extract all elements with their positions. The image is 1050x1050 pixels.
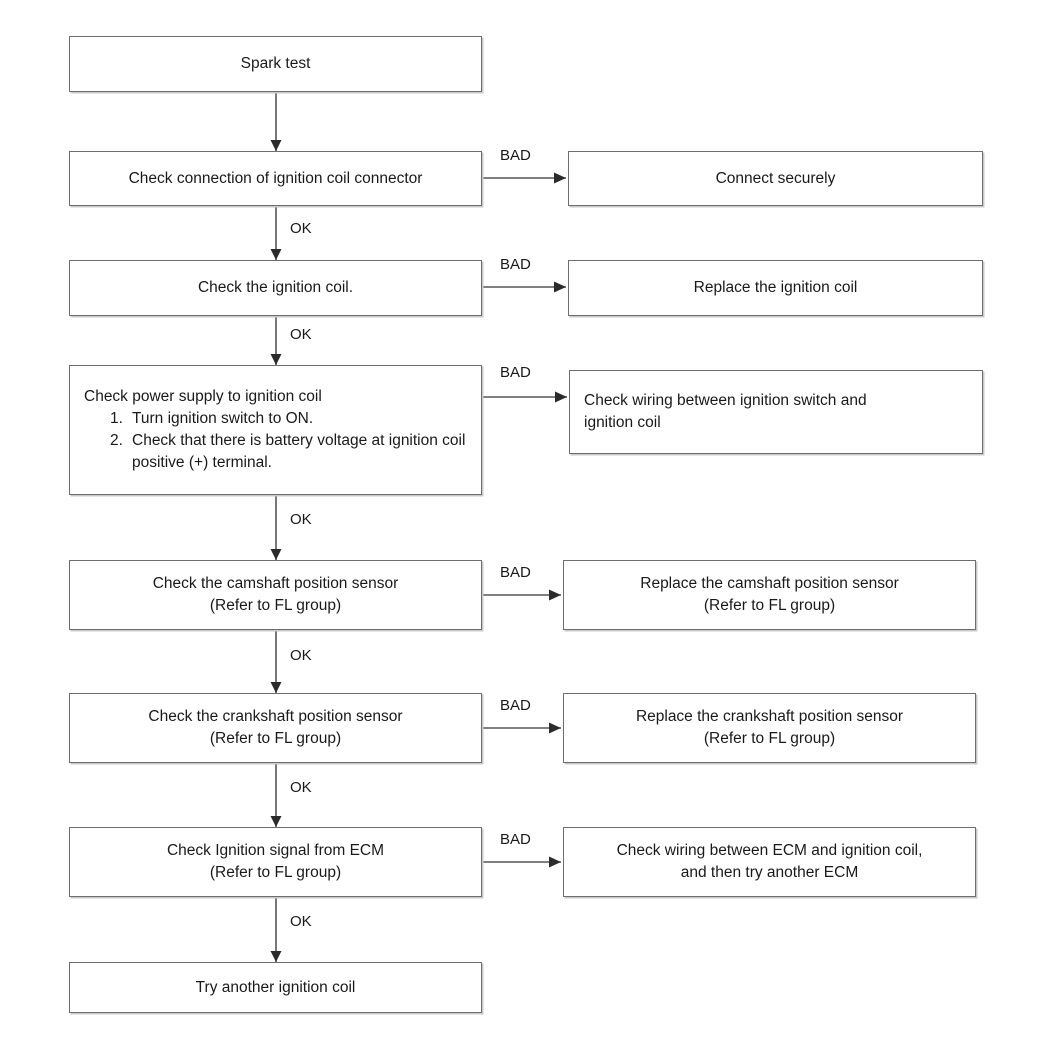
ordered-list-number: 1. bbox=[110, 410, 123, 427]
connector-check-coil-to-power-supply-arrowhead bbox=[270, 354, 282, 365]
node-check-ignition-coil-connector[interactable]: Check connection of ignition coil connec… bbox=[69, 151, 482, 206]
node-text-line: Check the crankshaft position sensor bbox=[148, 708, 403, 725]
connector-check-coil-to-power-supply-label: OK bbox=[290, 326, 312, 343]
connector-ecm-to-try-another-coil-label: OK bbox=[290, 913, 312, 930]
node-check-wiring-ecm-and-ignition-coil[interactable]: Check wiring between ECM and ignition co… bbox=[563, 827, 976, 897]
node-text-line: Check the camshaft position sensor bbox=[152, 575, 399, 592]
ordered-list-text: Turn ignition switch to ON. bbox=[132, 410, 314, 427]
node-check-wiring-ignition-switch-and-coil[interactable]: Check wiring between ignition switch and… bbox=[569, 370, 983, 454]
node-text-line: (Refer to FL group) bbox=[209, 864, 342, 881]
node-spark-test[interactable]: Spark test bbox=[69, 36, 482, 92]
ordered-list-item: 2. Check that there is battery voltage at… bbox=[84, 430, 467, 474]
connector-crankshaft-to-ecm-arrowhead bbox=[270, 816, 282, 827]
ordered-list-text: Check that there is battery voltage at i… bbox=[132, 432, 466, 471]
node-check-ignition-signal-from-ecm[interactable]: Check Ignition signal from ECM (Refer to … bbox=[69, 827, 482, 897]
node-content: Replace the camshaft position sensor (Ref… bbox=[564, 573, 975, 617]
node-connect-securely[interactable]: Connect securely bbox=[568, 151, 983, 206]
connector-bad-replace-camshaft-arrowhead bbox=[549, 589, 561, 601]
node-content: Check wiring between ECM and ignition co… bbox=[564, 840, 975, 884]
connector-bad-check-wiring-ecm-label: BAD bbox=[500, 831, 531, 848]
node-text-line: Replace the ignition coil bbox=[693, 279, 858, 296]
node-content: Try another ignition coil bbox=[70, 977, 481, 999]
node-content: Replace the ignition coil bbox=[569, 277, 982, 299]
node-text-line: ignition coil bbox=[584, 414, 661, 431]
node-ordered-list: 1. Turn ignition switch to ON. 2. Check tha… bbox=[84, 408, 467, 474]
node-text-line: Check connection of ignition coil connec… bbox=[128, 169, 423, 187]
node-text-line: (Refer to FL group) bbox=[703, 597, 836, 614]
connector-bad-replace-coil-arrowhead bbox=[554, 281, 566, 293]
node-try-another-ignition-coil[interactable]: Try another ignition coil bbox=[69, 962, 482, 1013]
connector-ecm-to-try-another-coil-arrowhead bbox=[270, 951, 282, 962]
connector-camshaft-to-crankshaft-arrowhead bbox=[270, 682, 282, 693]
node-text-line: (Refer to FL group) bbox=[209, 597, 342, 614]
node-check-the-ignition-coil[interactable]: Check the ignition coil. bbox=[69, 260, 482, 316]
node-text-line: Spark test bbox=[240, 55, 311, 72]
node-text-line: Check Ignition signal from ECM bbox=[166, 842, 385, 859]
node-replace-the-ignition-coil[interactable]: Replace the ignition coil bbox=[568, 260, 983, 316]
connector-bad-connect-securely-arrowhead bbox=[554, 172, 566, 184]
connector-bad-replace-camshaft-label: BAD bbox=[500, 564, 531, 581]
node-text-line: Check the ignition coil. bbox=[197, 279, 354, 296]
connector-camshaft-to-crankshaft-label: OK bbox=[290, 647, 312, 664]
node-replace-camshaft-position-sensor[interactable]: Replace the camshaft position sensor (Ref… bbox=[563, 560, 976, 630]
node-text-line: Try another ignition coil bbox=[195, 978, 356, 996]
node-content: Check connection of ignition coil connec… bbox=[70, 168, 481, 190]
node-content: Check the crankshaft position sensor (Ref… bbox=[70, 706, 481, 750]
node-replace-crankshaft-position-sensor[interactable]: Replace the crankshaft position sensor (R… bbox=[563, 693, 976, 763]
node-text-line: Check wiring between ECM and ignition co… bbox=[616, 842, 923, 859]
node-content: Check the camshaft position sensor (Refer… bbox=[70, 573, 481, 617]
node-content: Check wiring between ignition switch and… bbox=[570, 390, 982, 434]
node-text-line: Check power supply to ignition coil bbox=[84, 388, 322, 405]
node-text-line: Check wiring between ignition switch and bbox=[584, 392, 867, 409]
node-check-power-supply-to-ignition-coil[interactable]: Check power supply to ignition coil 1. Tur… bbox=[69, 365, 482, 495]
node-check-camshaft-position-sensor[interactable]: Check the camshaft position sensor (Refer… bbox=[69, 560, 482, 630]
connector-bad-check-wiring-switch-arrowhead bbox=[555, 391, 567, 403]
connector-bad-replace-crankshaft-label: BAD bbox=[500, 697, 531, 714]
node-text-line: and then try another ECM bbox=[680, 864, 859, 881]
node-content: Check the ignition coil. bbox=[70, 277, 481, 299]
node-content: Check Ignition signal from ECM (Refer to … bbox=[70, 840, 481, 884]
node-content: Connect securely bbox=[569, 168, 982, 190]
connector-check-connector-to-check-coil-label: OK bbox=[290, 220, 312, 237]
node-content: Replace the crankshaft position sensor (R… bbox=[564, 706, 975, 750]
ordered-list-item: 1. Turn ignition switch to ON. bbox=[84, 408, 467, 430]
node-text-line: (Refer to FL group) bbox=[209, 730, 342, 747]
connector-power-supply-to-camshaft-arrowhead bbox=[270, 549, 282, 560]
connector-bad-connect-securely-label: BAD bbox=[500, 147, 531, 164]
connector-power-supply-to-camshaft-label: OK bbox=[290, 511, 312, 528]
node-content: Check power supply to ignition coil 1. Tur… bbox=[70, 386, 481, 474]
node-text-line: Replace the camshaft position sensor bbox=[640, 575, 899, 592]
connector-spark-to-check-connector-arrowhead bbox=[270, 140, 282, 151]
connector-crankshaft-to-ecm-label: OK bbox=[290, 779, 312, 796]
connector-bad-check-wiring-ecm-arrowhead bbox=[549, 856, 561, 868]
connector-bad-check-wiring-switch-label: BAD bbox=[500, 364, 531, 381]
connector-check-connector-to-check-coil-arrowhead bbox=[270, 249, 282, 260]
node-text-line: Replace the crankshaft position sensor bbox=[635, 708, 904, 725]
node-content: Spark test bbox=[70, 53, 481, 75]
node-check-crankshaft-position-sensor[interactable]: Check the crankshaft position sensor (Ref… bbox=[69, 693, 482, 763]
ordered-list-number: 2. bbox=[110, 432, 123, 449]
node-text-line: Connect securely bbox=[715, 169, 836, 187]
connector-bad-replace-coil-label: BAD bbox=[500, 256, 531, 273]
node-text-line: (Refer to FL group) bbox=[703, 730, 836, 747]
connector-bad-replace-crankshaft-arrowhead bbox=[549, 722, 561, 734]
